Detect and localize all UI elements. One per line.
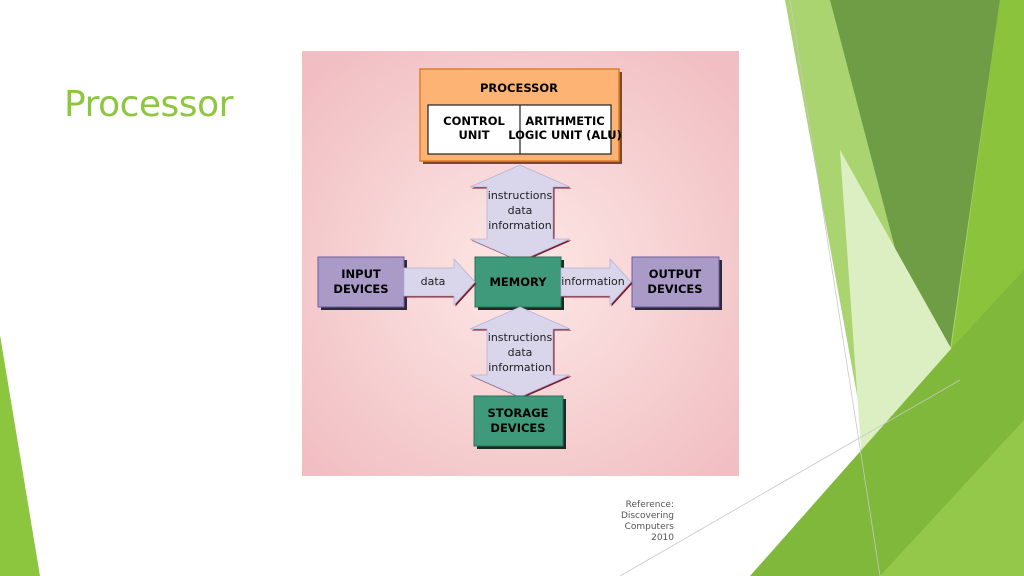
reference-line-1: Reference: xyxy=(625,500,674,510)
reference-line-3: Computers xyxy=(624,522,674,532)
slide-title: Processor xyxy=(64,84,233,125)
input-label-2: DEVICES xyxy=(333,282,388,296)
arrow-bottom-label-1: instructions xyxy=(488,331,553,344)
storage-devices-box: STORAGE DEVICES xyxy=(473,395,566,449)
output-label-2: DEVICES xyxy=(647,282,702,296)
reference-note: Reference: Discovering Computers 2010 xyxy=(600,500,674,544)
thin-line-2 xyxy=(619,379,961,576)
processor-box: PROCESSOR CONTROL UNIT ARITHMETIC LOGIC … xyxy=(419,68,622,164)
arrow-top-label-2: data xyxy=(508,204,533,217)
arrow-memory-storage: instructions data information xyxy=(469,306,572,399)
storage-label-1: STORAGE xyxy=(488,406,549,420)
arrow-top-label-3: information xyxy=(488,219,552,232)
left-green-sliver xyxy=(0,335,40,576)
arrow-bottom-label-2: data xyxy=(508,346,533,359)
input-label-1: INPUT xyxy=(341,267,381,281)
green-shape-dark xyxy=(830,0,1000,420)
green-shape-mid xyxy=(880,420,1024,576)
memory-box: MEMORY xyxy=(474,256,564,310)
arrow-top-label-1: instructions xyxy=(488,189,553,202)
arrow-right-label: information xyxy=(561,275,625,288)
output-label-1: OUTPUT xyxy=(649,267,702,281)
arrow-memory-output: information xyxy=(560,257,633,307)
arrow-left-label: data xyxy=(421,275,446,288)
control-unit-label-1: CONTROL xyxy=(443,114,505,128)
reference-line-4: 2010 xyxy=(651,533,674,543)
arrow-input-memory: data xyxy=(403,257,477,307)
processor-diagram: PROCESSOR CONTROL UNIT ARITHMETIC LOGIC … xyxy=(302,51,739,476)
arrow-processor-memory: instructions data information xyxy=(469,164,572,263)
thin-line-1 xyxy=(789,0,881,576)
processor-title: PROCESSOR xyxy=(480,81,558,95)
input-devices-box: INPUT DEVICES xyxy=(317,256,407,310)
alu-label-1: ARITHMETIC xyxy=(525,114,604,128)
control-unit-label-2: UNIT xyxy=(458,128,489,142)
output-devices-box: OUTPUT DEVICES xyxy=(631,256,722,310)
storage-label-2: DEVICES xyxy=(490,421,545,435)
memory-label: MEMORY xyxy=(489,275,547,289)
alu-label-2: LOGIC UNIT (ALU) xyxy=(508,128,622,142)
reference-line-2: Discovering xyxy=(620,511,674,521)
arrow-bottom-label-3: information xyxy=(488,361,552,374)
